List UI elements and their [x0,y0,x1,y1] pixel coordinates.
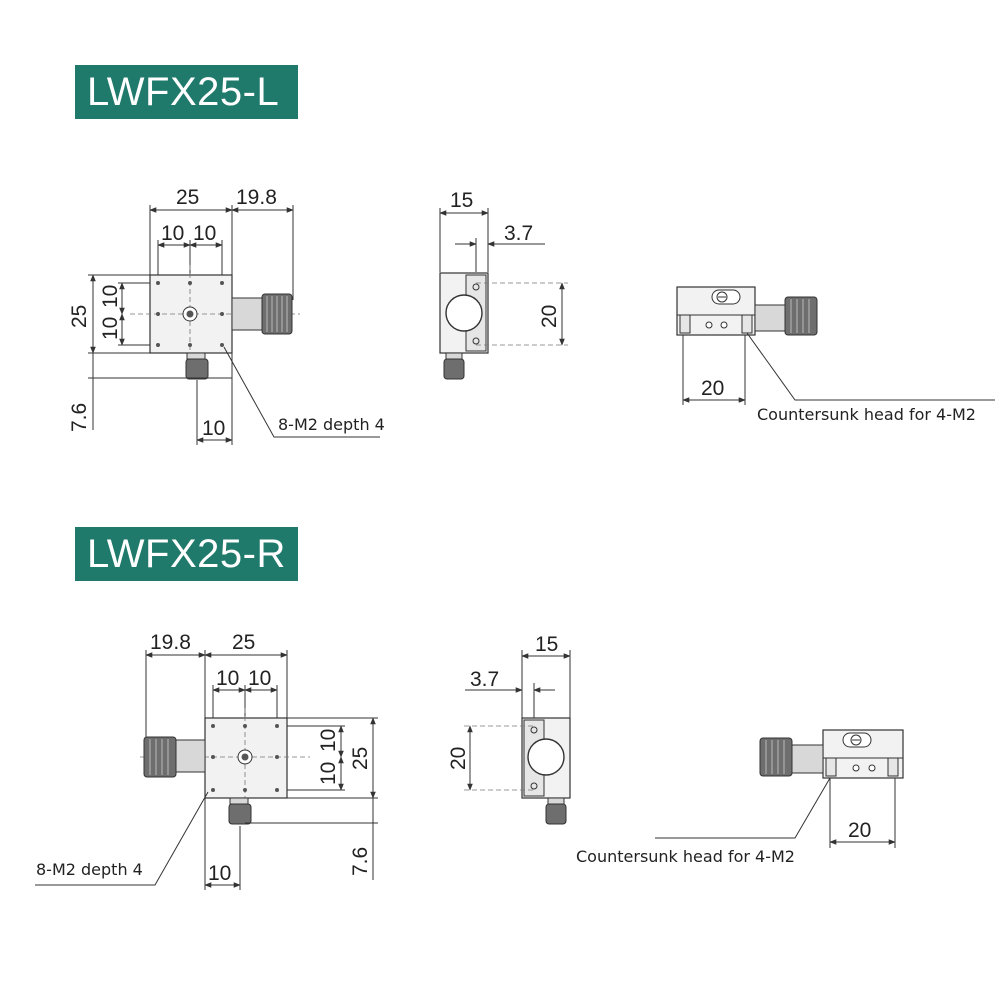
left-top-dim-10-b: 10 [193,222,216,245]
right-top-view: 19.8 25 10 10 [35,631,378,890]
right-side-dim-3-7: 3.7 [470,668,499,691]
title-banner-left: LWFX25-L [75,65,298,119]
model-title-right: LWFX25-R [87,532,286,576]
right-top-dim-10-a: 10 [216,667,239,690]
left-side-dim-20: 20 [538,305,561,328]
left-top-dim-7-6: 7.6 [68,403,91,432]
left-hole-note: 8-M2 depth 4 [278,415,385,434]
left-front-view: 20 Countersunk head for 4-M2 [676,286,995,424]
right-side-dim-15: 15 [535,633,558,656]
left-top-dim-25-height: 25 [68,305,91,328]
left-top-dim-10-d: 10 [99,317,122,340]
right-top-dim-25-height: 25 [349,747,372,770]
right-side-dim-20: 20 [447,747,470,770]
right-top-dim-7-6: 7.6 [349,847,372,876]
left-front-dim-20: 20 [701,377,724,400]
left-top-view: 25 19.8 10 10 25 10 10 [68,186,385,445]
right-top-dim-10-c: 10 [317,729,340,752]
left-side-dim-15: 15 [450,189,473,212]
right-side-view: 15 3.7 20 [447,633,571,825]
left-top-dim-25-width: 25 [176,186,199,209]
right-hole-note: 8-M2 depth 4 [36,860,143,879]
right-countersunk-note: Countersunk head for 4-M2 [576,847,795,866]
right-top-dim-10-b: 10 [248,667,271,690]
model-title-left: LWFX25-L [87,70,280,114]
title-banner-right: LWFX25-R [75,527,298,581]
right-front-dim-20: 20 [848,819,871,842]
left-countersunk-note: Countersunk head for 4-M2 [757,405,976,424]
left-top-dim-19-8: 19.8 [236,186,277,209]
right-top-dim-10-bottom: 10 [208,862,231,885]
right-top-dim-10-d: 10 [317,762,340,785]
left-side-dim-3-7: 3.7 [504,222,533,245]
left-top-dim-10-c: 10 [99,285,122,308]
right-top-dim-19-8: 19.8 [150,631,191,654]
left-top-dim-10-a: 10 [161,222,184,245]
left-top-dim-10-bottom: 10 [202,417,225,440]
right-front-view: 20 Countersunk head for 4-M2 [576,729,904,866]
left-side-view: 15 3.7 20 [439,189,568,380]
right-top-dim-25-width: 25 [232,631,255,654]
